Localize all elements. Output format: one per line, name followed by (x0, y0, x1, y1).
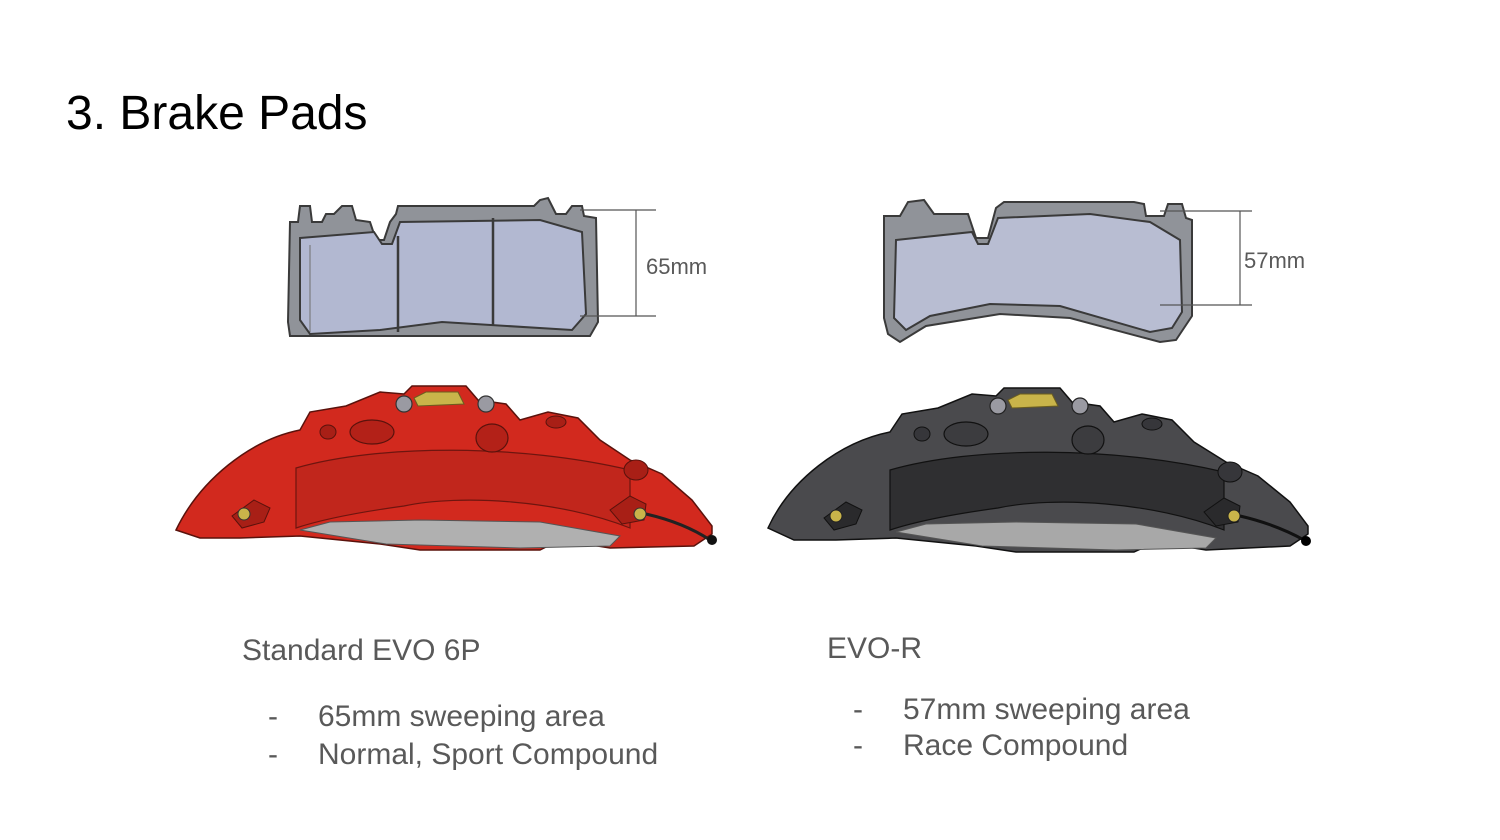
bullet-dash: - (853, 693, 863, 726)
standard-caption-title: Standard EVO 6P (242, 634, 481, 667)
bullet-dash: - (268, 738, 278, 771)
bullet-text: 57mm sweeping area (903, 693, 1190, 726)
slide-title: 3. Brake Pads (66, 87, 368, 140)
bullet-text: 65mm sweeping area (318, 700, 605, 733)
evo-r-caption-block: EVO-R (827, 634, 922, 664)
evo-r-caption-title: EVO-R (827, 632, 923, 665)
bullet-dash: - (853, 729, 863, 762)
list-item: - 65mm sweeping area (268, 698, 658, 736)
list-item: - Normal, Sport Compound (268, 736, 658, 774)
standard-pad-dimension-label: 65mm (646, 254, 707, 279)
bullet-text: Normal, Sport Compound (318, 738, 659, 771)
standard-brake-pad (286, 196, 600, 337)
list-item: - Race Compound (853, 728, 1190, 764)
evo-r-pad-dimension (1160, 210, 1252, 306)
bullet-dash: - (268, 700, 278, 733)
list-item: - 57mm sweeping area (853, 692, 1190, 728)
standard-red-caliper (174, 385, 717, 551)
evo-r-dark-caliper (767, 387, 1311, 553)
standard-bullet-list: - 65mm sweeping area - Normal, Sport Compo… (268, 698, 658, 774)
evo-r-brake-pad (883, 198, 1193, 344)
evo-r-bullet-list: - 57mm sweeping area - Race Compound (853, 692, 1190, 764)
standard-pad-dimension (580, 209, 656, 317)
bullet-text: Race Compound (903, 729, 1129, 762)
evo-r-pad-dimension-label: 57mm (1244, 248, 1305, 273)
standard-caption-block: Standard EVO 6P (242, 636, 480, 666)
